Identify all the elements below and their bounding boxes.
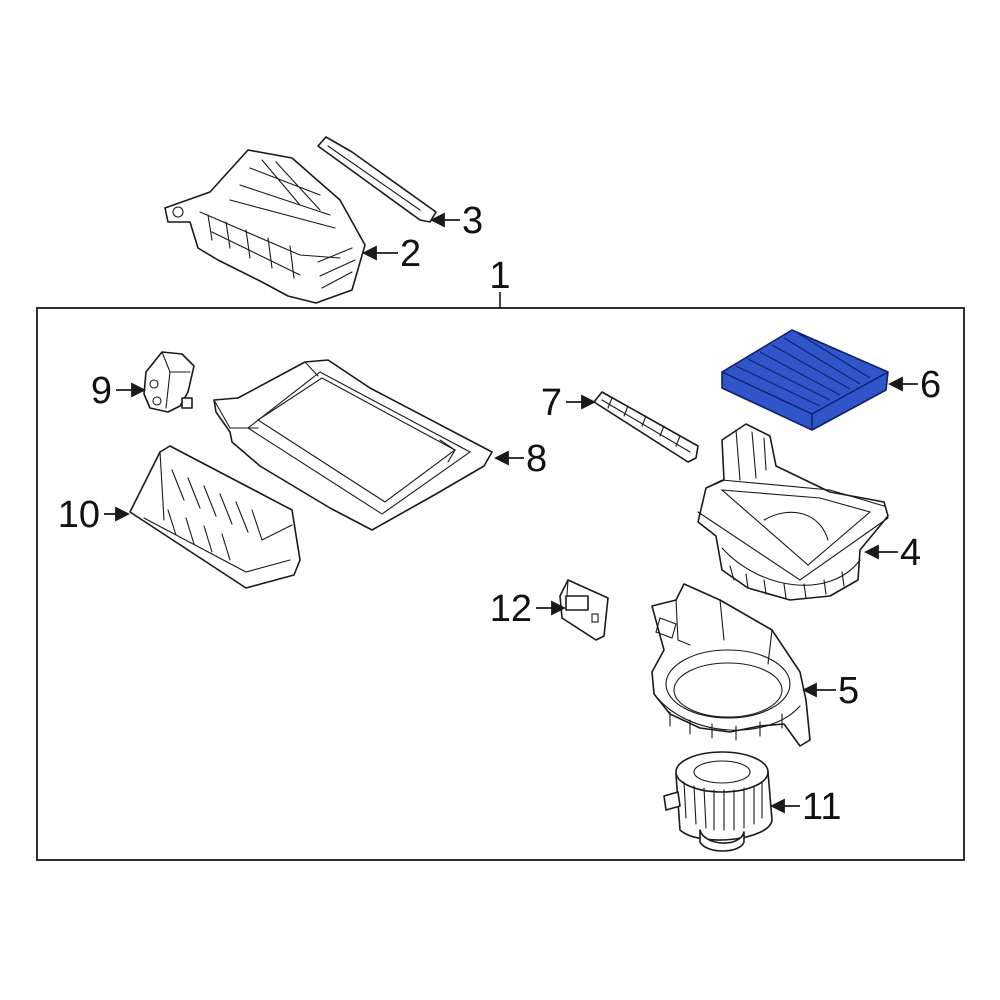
callout-7: 7 bbox=[541, 382, 562, 424]
cabin-air-filter bbox=[721, 329, 889, 431]
arrowhead-10 bbox=[115, 506, 131, 522]
callout-1: 1 bbox=[489, 255, 510, 297]
callout-4: 4 bbox=[900, 532, 921, 574]
evaporator-cover bbox=[213, 359, 493, 531]
callout-2: 2 bbox=[400, 233, 421, 275]
sensor-bracket bbox=[143, 351, 195, 413]
callout-10: 10 bbox=[58, 494, 100, 536]
arrowhead-8 bbox=[493, 450, 509, 466]
callout-8: 8 bbox=[526, 438, 547, 480]
callout-11: 11 bbox=[802, 786, 841, 828]
arrowhead-12 bbox=[551, 600, 567, 616]
callout-9: 9 bbox=[91, 370, 112, 412]
arrowhead-3 bbox=[429, 212, 445, 228]
callout-3: 3 bbox=[462, 200, 483, 242]
callout-arrows bbox=[104, 212, 918, 814]
intake-housing bbox=[697, 423, 889, 601]
lower-duct bbox=[129, 445, 301, 589]
seal-strip bbox=[317, 136, 437, 223]
callout-6: 6 bbox=[920, 364, 941, 406]
callout-5: 5 bbox=[838, 670, 859, 712]
arrowhead-4 bbox=[863, 544, 879, 560]
arrowhead-5 bbox=[801, 682, 817, 698]
arrowhead-9 bbox=[131, 382, 147, 398]
blower-motor bbox=[663, 751, 773, 852]
filter-door bbox=[593, 391, 699, 463]
arrowhead-7 bbox=[581, 394, 597, 410]
upper-duct-case bbox=[164, 149, 366, 304]
resistor bbox=[559, 579, 609, 641]
callout-12: 12 bbox=[490, 588, 532, 630]
arrowhead-6 bbox=[887, 376, 903, 392]
arrowhead-2 bbox=[361, 245, 377, 261]
arrowhead-11 bbox=[769, 798, 785, 814]
blower-case bbox=[651, 583, 811, 747]
